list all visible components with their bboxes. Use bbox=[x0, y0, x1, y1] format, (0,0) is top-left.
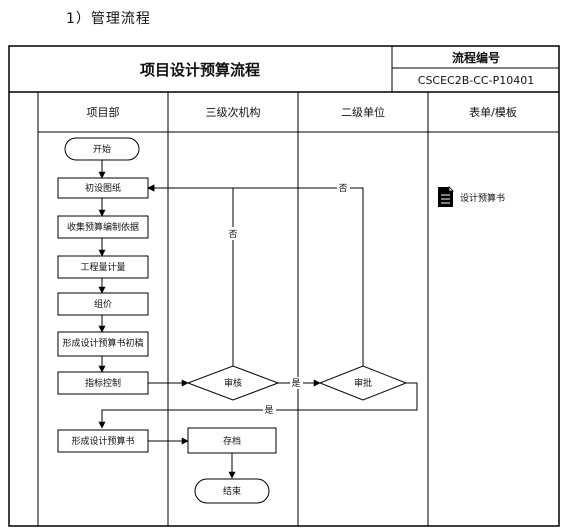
edge-approve-reject bbox=[147, 184, 364, 366]
lane-header-tier2: 二级单位 bbox=[341, 105, 385, 119]
node-archive-label: 存档 bbox=[223, 435, 241, 447]
node-quantity-label: 工程量计量 bbox=[80, 261, 125, 273]
start-terminal bbox=[64, 137, 140, 161]
node-book-label: 形成设计预算书 bbox=[71, 435, 134, 447]
table-title: 项目设计预算流程 bbox=[140, 61, 260, 79]
connectors bbox=[98, 160, 418, 479]
node-control-box bbox=[57, 371, 149, 395]
lane-header-tier3: 三级次机构 bbox=[206, 105, 261, 119]
review-decision bbox=[186, 365, 280, 401]
node-draw-label: 初设图纸 bbox=[85, 182, 121, 194]
node-start-label: 开始 bbox=[93, 143, 111, 155]
node-collect-box bbox=[57, 215, 149, 239]
edge-label-review-yes: 是 bbox=[291, 378, 300, 389]
node-control-label: 指标控制 bbox=[85, 377, 121, 389]
document-icon bbox=[438, 186, 454, 207]
node-collect-label: 收集预算编制依据 bbox=[67, 221, 139, 233]
process-code-label: 流程编号 bbox=[452, 50, 500, 65]
end-terminal bbox=[194, 478, 270, 504]
node-draw-box bbox=[57, 177, 149, 199]
node-price-box bbox=[57, 292, 149, 316]
node-end-label: 结束 bbox=[223, 485, 241, 497]
table-frame bbox=[8, 45, 560, 527]
lane-header-project: 项目部 bbox=[87, 105, 120, 119]
node-price-label: 组价 bbox=[94, 298, 112, 310]
edge-approve-pass bbox=[98, 382, 418, 429]
node-archive-box bbox=[187, 427, 277, 454]
node-review-label: 审核 bbox=[224, 377, 242, 389]
lane-header-forms: 表单/模板 bbox=[469, 105, 517, 119]
edge-review-reject bbox=[147, 184, 234, 366]
node-draft-label: 形成设计预算书初稿 bbox=[62, 339, 144, 349]
section-heading: 1）管理流程 bbox=[66, 11, 151, 27]
approve-decision bbox=[318, 365, 408, 401]
node-approve-label: 审批 bbox=[354, 377, 372, 389]
process-code-value: CSCEC2B-CC-P10401 bbox=[418, 74, 534, 87]
node-draft-box bbox=[57, 331, 149, 357]
node-book-box bbox=[57, 429, 149, 453]
edge-label-approve-yes: 是 bbox=[264, 405, 273, 416]
edge-label-approve-no: 否 bbox=[338, 183, 347, 194]
template-doc-label[interactable]: 设计预算书 bbox=[460, 192, 505, 204]
edge-label-review-no: 否 bbox=[228, 229, 237, 240]
node-quantity-box bbox=[57, 255, 149, 279]
